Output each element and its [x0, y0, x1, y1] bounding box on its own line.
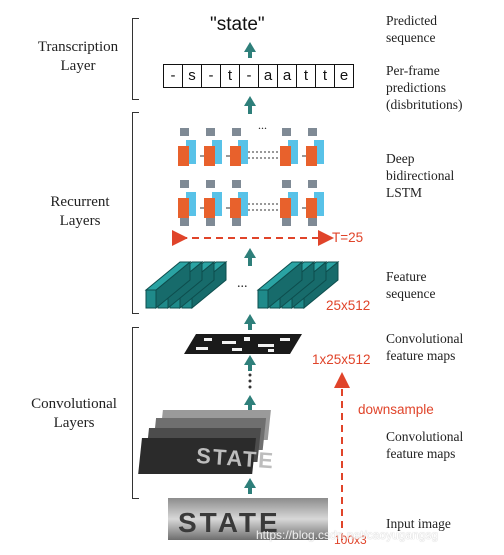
- deep-lstm-label: Deep bidirectional LSTM: [386, 151, 455, 200]
- downsample-label: downsample: [358, 402, 434, 417]
- lstm-backward-cell: [288, 140, 298, 164]
- conv-image-text: STATE: [195, 443, 275, 473]
- input-image: STATE: [168, 498, 328, 540]
- transcription-layer-label: Transcription Layer: [37, 39, 119, 74]
- lstm-backward-cell: [186, 140, 196, 164]
- lstm-output-node: [206, 180, 215, 188]
- recurrent-bracket: [132, 112, 139, 314]
- arrow-to-dots: [244, 355, 256, 371]
- conv-size-label: 1x25x512: [312, 352, 371, 367]
- lstm-forward-cell: [230, 146, 241, 166]
- lstm-output-node: [206, 128, 215, 136]
- lstm-input-node: [282, 218, 291, 226]
- feature-sequence-blocks: [144, 260, 340, 310]
- lstm-grid: [178, 128, 324, 226]
- vertical-dots: [248, 373, 252, 389]
- lstm-output-node: [232, 128, 241, 136]
- input-image-label: Input image: [386, 516, 451, 531]
- convolutional-layers-label: Convolutional Layers: [31, 396, 117, 431]
- input-image-text: STATE: [178, 507, 281, 538]
- lstm-backward-cell: [212, 140, 222, 164]
- input-size-label: 100x3: [334, 533, 367, 547]
- lstm-input-node: [180, 218, 189, 226]
- lstm-forward-cell: [306, 198, 317, 218]
- lstm-output-node: [308, 180, 317, 188]
- lstm-forward-cell: [204, 198, 215, 218]
- lstm-output-node: [232, 180, 241, 188]
- arrow-to-conv-bottom: [244, 395, 256, 411]
- feature-ellipsis: ...: [237, 276, 248, 291]
- lstm-ellipsis: ...: [258, 118, 267, 132]
- lstm-forward-cell: [204, 146, 215, 166]
- feature-seq-size-label: 25x512: [326, 298, 371, 313]
- feature-column-block: [144, 260, 192, 310]
- lstm-forward-cell: [280, 146, 291, 166]
- predicted-sequence-text: "state": [210, 14, 265, 35]
- lstm-backward-cell: [314, 140, 324, 164]
- arrow-to-features: [244, 248, 256, 266]
- lstm-backward-cell: [212, 192, 222, 216]
- arrow-to-conv-top: [244, 314, 256, 330]
- arrow-to-frames: [244, 96, 256, 114]
- recurrent-layers-label: Recurrent Layers: [50, 194, 110, 229]
- flow-arrows: [244, 42, 256, 494]
- lstm-output-node: [282, 128, 291, 136]
- lstm-forward-cell: [306, 146, 317, 166]
- conv-feature-maps-top-label: Convolutional feature maps: [386, 331, 464, 363]
- lstm-output-node: [180, 180, 189, 188]
- lstm-forward-cell: [178, 146, 189, 166]
- feature-sequence-label: Feature sequence: [386, 269, 436, 301]
- conv-feature-map-top: [184, 334, 302, 354]
- lstm-output-node: [282, 180, 291, 188]
- lstm-output-node: [308, 128, 317, 136]
- arrow-to-input: [244, 478, 256, 494]
- lstm-backward-cell: [314, 192, 324, 216]
- lstm-forward-cell: [280, 198, 291, 218]
- per-frame-predictions-label: Per-frame predictions (disbritutions): [386, 63, 463, 112]
- lstm-output-node: [180, 128, 189, 136]
- lstm-input-node: [232, 218, 241, 226]
- feature-column-block: [256, 260, 304, 310]
- conv-feature-maps-bottom-label: Convolutional feature maps: [386, 429, 464, 461]
- watermark-text: https://blog.csdn.net/caoyugangsg: [256, 528, 439, 542]
- frame-cell: e: [334, 64, 354, 88]
- lstm-input-node: [308, 218, 317, 226]
- conv-feature-maps-bottom: STATE: [138, 410, 276, 474]
- lstm-input-node: [206, 218, 215, 226]
- timesteps-label: T=25: [332, 230, 364, 245]
- lstm-forward-cell: [178, 198, 189, 218]
- lstm-backward-cell: [288, 192, 298, 216]
- lstm-backward-cell: [238, 140, 248, 164]
- lstm-forward-cell: [230, 198, 241, 218]
- predicted-sequence-label: Predicted sequence: [386, 13, 437, 45]
- lstm-backward-cell: [238, 192, 248, 216]
- convolutional-bracket: [132, 327, 139, 499]
- arrow-to-predicted: [244, 42, 256, 58]
- transcription-bracket: [132, 18, 139, 100]
- lstm-backward-cell: [186, 192, 196, 216]
